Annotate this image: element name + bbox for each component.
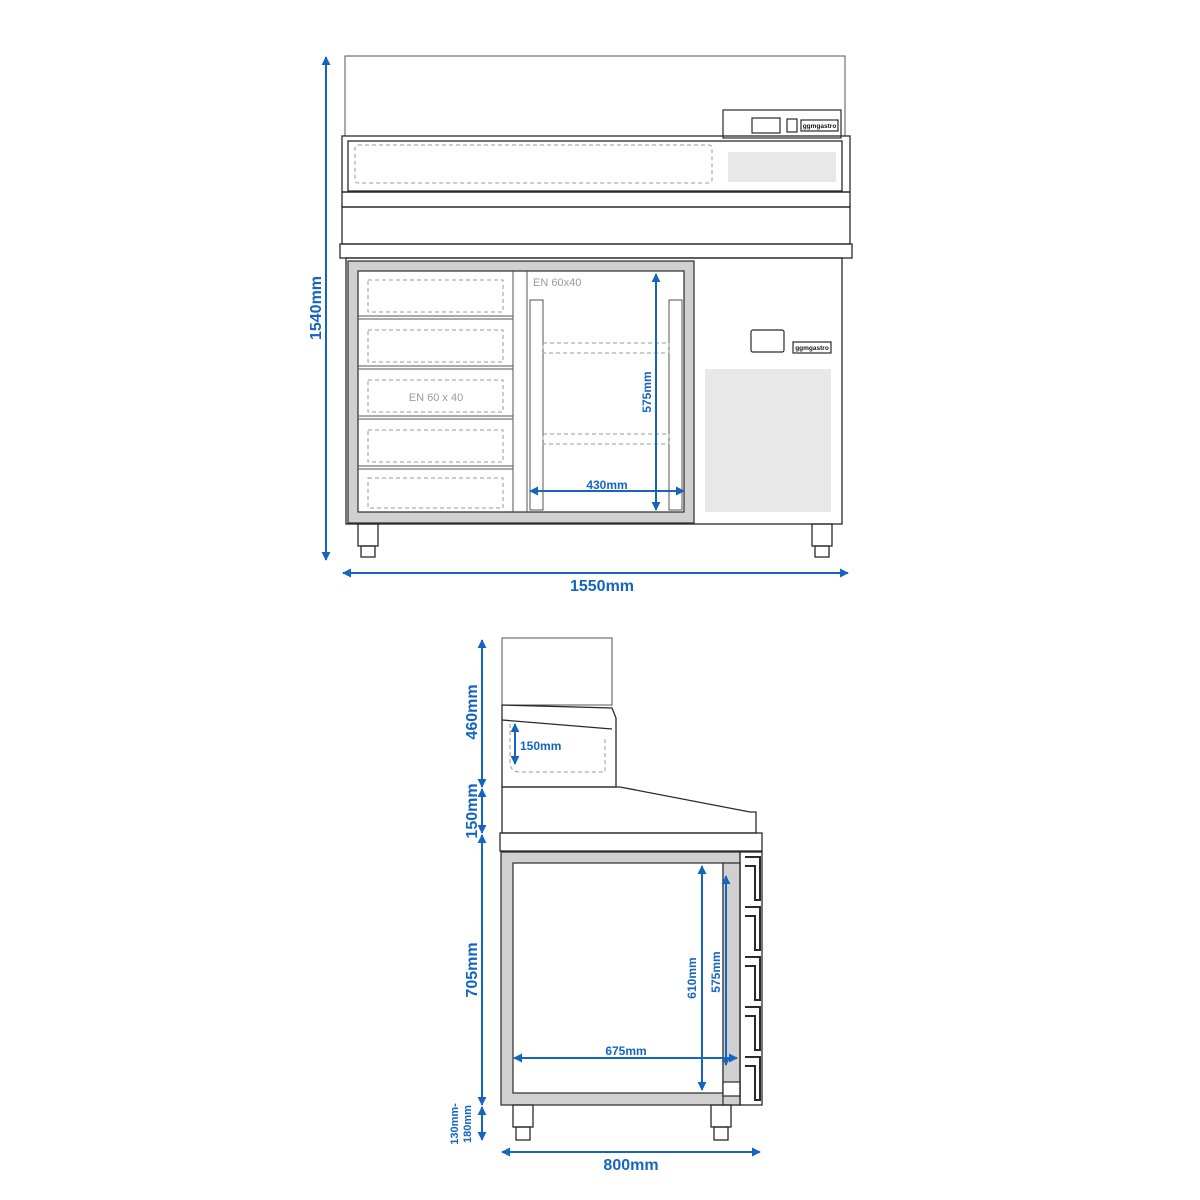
- front-view: ggmgastro: [308, 55, 853, 595]
- dim-leg-height-label-2: 180mm: [462, 1105, 474, 1143]
- side-door-profile: [739, 851, 763, 1106]
- dim-leg-height-label-1: 130mm-: [449, 1103, 461, 1145]
- dim-depth-label: 800mm: [603, 1157, 658, 1174]
- front-legs: [357, 523, 833, 558]
- controller-box: ggmgastro: [722, 109, 842, 139]
- side-worktop: [499, 832, 763, 852]
- dim-interior-width-label: 430mm: [586, 478, 627, 492]
- panel-brand: ggmgastro: [795, 345, 829, 352]
- side-legs: [512, 1104, 732, 1141]
- controller-display: [751, 117, 781, 134]
- shelf-tray-label: EN 60x40: [533, 277, 581, 289]
- dim-inner-height-a-label: 610mm: [685, 957, 699, 998]
- dim-topper-height-label: 460mm: [464, 684, 481, 739]
- worktop: [339, 243, 853, 259]
- topper-panel: [728, 152, 836, 182]
- side-glass: [501, 637, 613, 706]
- vent-panel: [705, 369, 831, 512]
- dim-overall-width-label: 1550mm: [570, 578, 634, 595]
- dim-interior-height-label: 575mm: [640, 371, 654, 412]
- rail-lower: [341, 206, 851, 245]
- dim-body-height-label: 705mm: [464, 942, 481, 997]
- cabinet-body: [345, 257, 843, 525]
- panel-display: [750, 329, 785, 353]
- side-topper: [501, 704, 617, 788]
- rail-upper: [341, 191, 851, 208]
- side-slope: [501, 786, 757, 834]
- topper-unit: [341, 135, 851, 193]
- interior-compartment: EN 60x40: [529, 277, 683, 511]
- drawer-tray-label: EN 60 x 40: [409, 392, 463, 404]
- controller-switch: [786, 118, 798, 133]
- dim-rail-height-label: 150mm: [464, 783, 481, 838]
- dim-rail-depth-label: 150mm: [520, 739, 561, 753]
- dim-overall-height-label: 1540mm: [308, 276, 325, 340]
- compressor-panel: ggmgastro: [705, 329, 832, 512]
- dim-inner-depth-label: 675mm: [605, 1044, 646, 1058]
- tray-stack: EN 60 x 40: [358, 279, 513, 509]
- dim-inner-height-b-label: 575mm: [709, 951, 723, 992]
- controller-brand: ggmgastro: [803, 123, 837, 130]
- side-view: 800mm 460mm 150mm 705mm 130mm- 180mm 150…: [449, 637, 763, 1174]
